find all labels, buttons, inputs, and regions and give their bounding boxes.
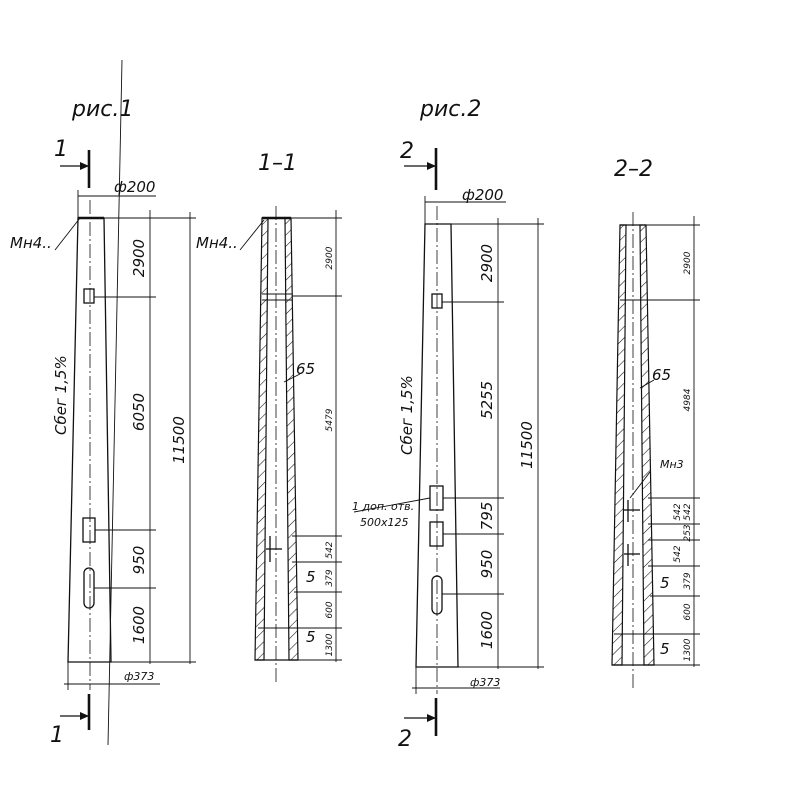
sec2-wall: 65 (652, 366, 671, 384)
sec1-wall-right (284, 217, 299, 661)
fig1-cut-top-label: 1 (54, 137, 68, 162)
figure-2: рис.2 2 ф200 ф373 Сбег 1,5% 1 доп. отв. … (352, 97, 544, 752)
sec1-embed-leader (239, 219, 265, 251)
sec2-wall-right (639, 224, 655, 666)
sec2-embed-leader (629, 471, 651, 499)
sec2-dim-7: 600 (683, 603, 693, 620)
fig1-slot (83, 567, 95, 609)
fig1-hole-mid (82, 517, 96, 543)
fig1-hole-top (83, 288, 95, 304)
fig2-slope: Сбег 1,5% (398, 375, 416, 455)
fig2-dia-top: ф200 (462, 186, 503, 204)
fig1-dim-3: 1600 (130, 606, 148, 644)
fig2-hole-mid (429, 521, 444, 547)
sec1-small-0: 5 (306, 568, 316, 586)
fig2-hole-extra (429, 485, 444, 511)
sec1-embed: Мн4.. (196, 234, 238, 252)
fig1-slope: Сбег 1,5% (52, 355, 70, 435)
sec2-dim-5: 542 (673, 545, 683, 562)
fig2-hole-size: 500x125 (360, 516, 409, 529)
sec1-wall-leader (283, 373, 301, 383)
fig1-title: рис.1 (71, 97, 133, 122)
fig2-cut-top-label: 2 (400, 139, 414, 164)
sec2-dim-4: 253 (683, 524, 693, 541)
fig1-embed: Мн4.. (10, 234, 52, 252)
fig2-cut-bot-arrowhead (427, 714, 436, 722)
sec1-dim-4: 600 (325, 601, 335, 618)
sec2-small-1: 5 (660, 640, 670, 658)
fig1-dia-top: ф200 (114, 178, 155, 196)
sec2-dim-0: 2900 (683, 251, 693, 274)
fig2-dim-4: 1600 (478, 611, 496, 649)
sec1-dim-5: 1300 (325, 633, 335, 656)
section-1-1: 1–1 Мн4.. 65 2900 5479 542 379 600 130 (196, 151, 342, 682)
fig2-hole-top (431, 293, 443, 309)
sec2-dim-6: 379 (683, 572, 693, 589)
fig2-dia-bot: ф373 (470, 676, 500, 689)
fig1-column (67, 217, 112, 663)
sec2-small-0: 5 (660, 574, 670, 592)
section-2-2: 2–2 Мн3 65 2900 4984 542 542 (611, 157, 700, 690)
sec1-wall: 65 (296, 360, 315, 378)
sec2-dim-2: 542 (683, 503, 693, 520)
sec1-small-1: 5 (306, 628, 316, 646)
fig1-cut-bot-arrowhead (80, 712, 89, 720)
sec2-wall-leader (639, 379, 655, 389)
fig1-dim-0: 2900 (130, 239, 148, 277)
sec2-dim-3: 542 (673, 503, 683, 520)
sec2-wall-left (611, 224, 627, 666)
sec1-title: 1–1 (258, 151, 297, 176)
sec2-title: 2–2 (614, 157, 653, 182)
fig1-cut-top-arrowhead (80, 162, 89, 170)
fig1-embed-leader (54, 217, 81, 251)
fig1-dim-1: 6050 (130, 393, 148, 431)
fig2-cut-top-arrowhead (427, 162, 436, 170)
fig2-dim-0: 2900 (478, 244, 496, 282)
fig1-dim-2: 950 (130, 546, 148, 575)
sec2-dim-8: 1300 (683, 638, 693, 661)
fig2-dim-1: 5255 (478, 381, 496, 419)
sec2-embed: Мн3 (660, 458, 684, 471)
fig1-cut-bot-label: 1 (50, 723, 64, 748)
sec1-dim-1: 5479 (325, 408, 335, 431)
figure-1: рис.1 1 ф200 ф373 Мн4.. Сбег 1,5% (10, 59, 196, 748)
fig2-total: 11500 (518, 421, 536, 469)
sec1-dim-2: 542 (325, 541, 335, 558)
sec1-dim-3: 379 (325, 569, 335, 586)
fig2-title: рис.2 (419, 97, 481, 122)
fig1-dia-bot: ф373 (124, 670, 154, 683)
sec1-dim-0: 2900 (325, 246, 335, 269)
sec1-wall-left (254, 217, 269, 661)
fig2-dim-2: 795 (478, 502, 496, 531)
sec2-dim-1: 4984 (683, 388, 693, 411)
fig2-cut-bot-label: 2 (398, 727, 412, 752)
fig2-hole-leader (353, 497, 431, 513)
fig2-hole-note: 1 доп. отв. (352, 500, 414, 513)
fig2-slot (431, 575, 443, 615)
fig1-total: 11500 (170, 416, 188, 464)
fig2-dim-3: 950 (478, 550, 496, 579)
